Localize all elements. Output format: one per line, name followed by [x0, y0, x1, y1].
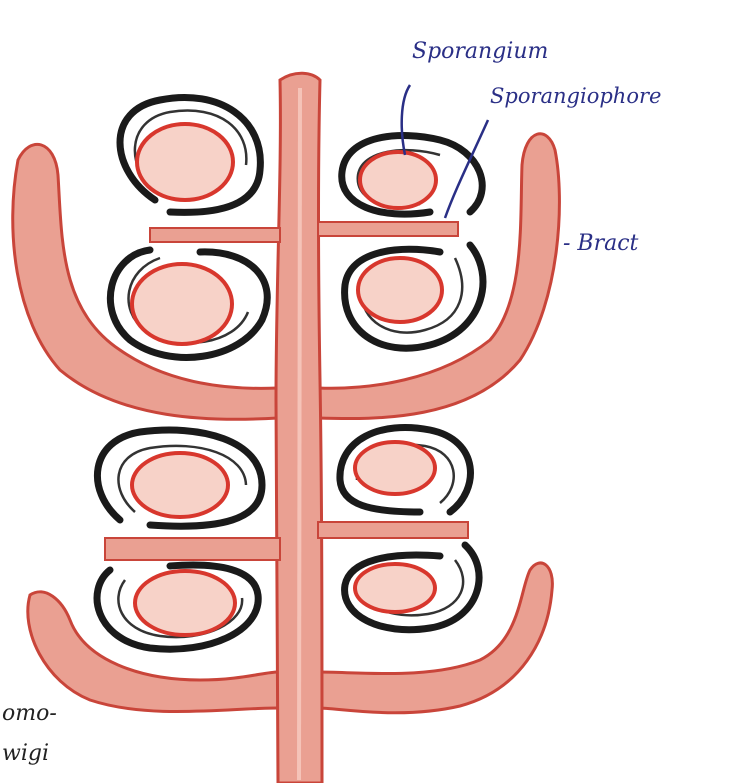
sporangiophore-stalk-lower-right	[318, 522, 468, 538]
sporangium	[137, 124, 233, 200]
sporangiophore-stalk-upper-left	[150, 228, 280, 242]
label-sporangiophore: Sporangiophore	[490, 84, 661, 108]
sporangium	[132, 453, 228, 517]
axis-midline	[299, 88, 300, 780]
label-bottom-left-line2: wigi	[2, 741, 49, 766]
label-sporangium: Sporangium	[412, 39, 548, 64]
label-bract: - Bract	[563, 231, 639, 256]
label-bottom-left-line1: omo-	[2, 701, 57, 726]
sporangium	[360, 152, 436, 208]
sporangiophore-stalk-upper-right	[318, 222, 458, 236]
sporangium	[135, 571, 235, 635]
sporangium	[132, 264, 232, 344]
sporangium	[355, 442, 435, 494]
sporangium-leader-line	[402, 85, 410, 155]
sporangium	[355, 564, 435, 612]
sporangium	[358, 258, 442, 322]
sporangiophore-stalk-lower-left	[105, 538, 280, 560]
